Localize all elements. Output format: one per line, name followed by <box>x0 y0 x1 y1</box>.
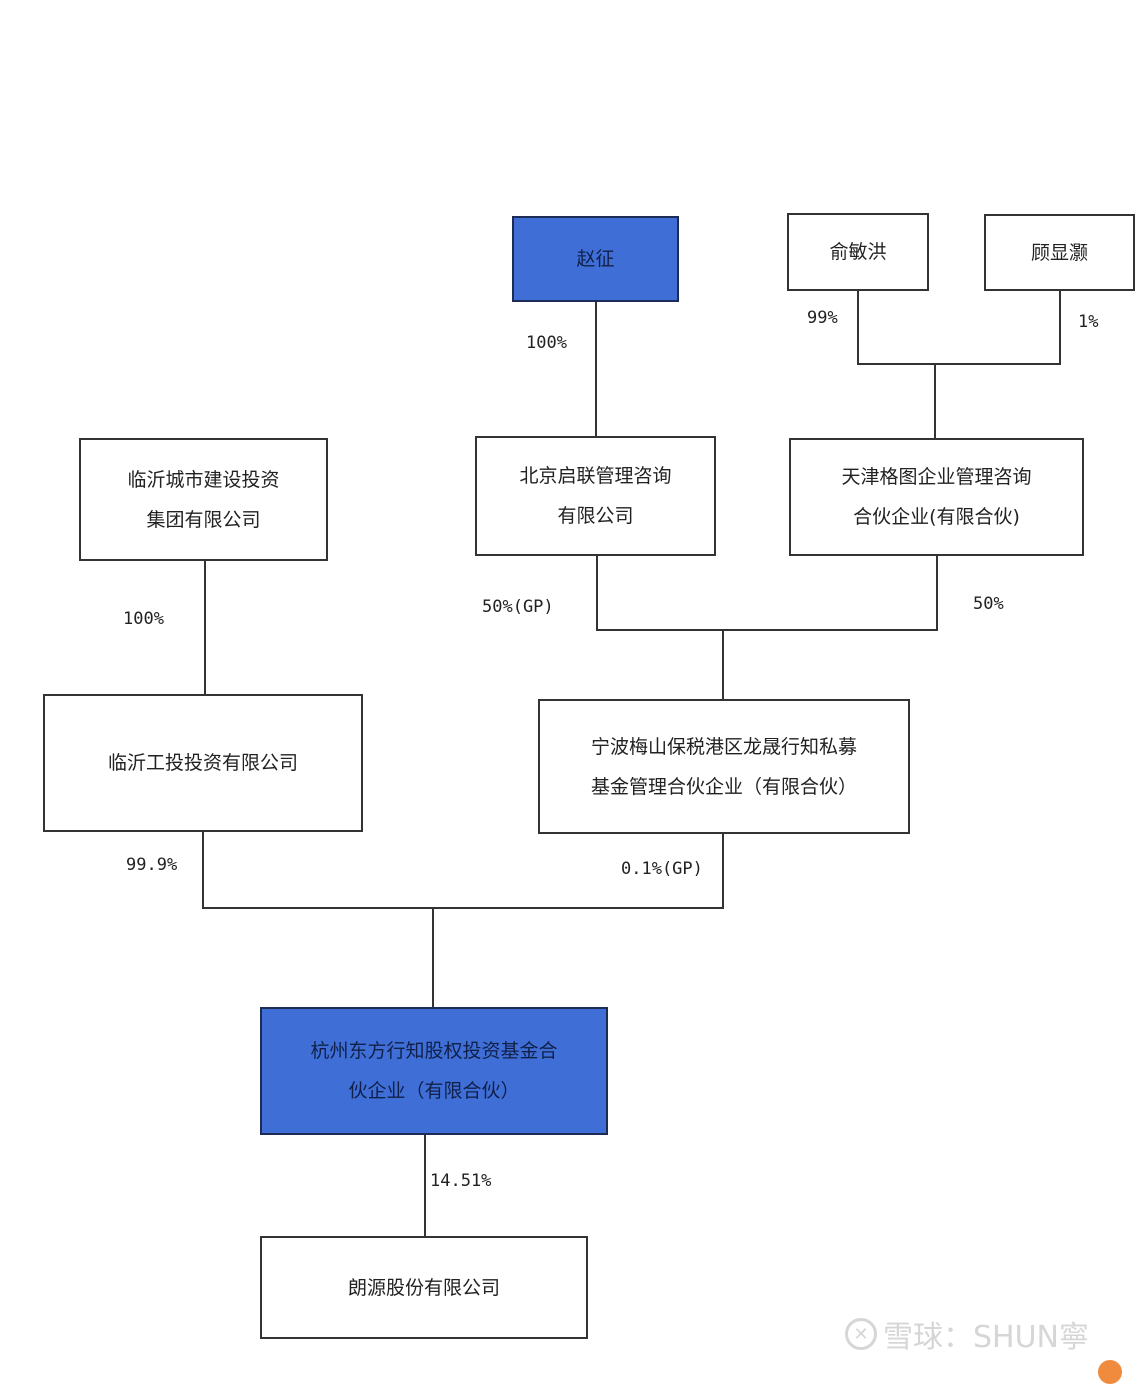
node-linyi-urban-construction[interactable]: 临沂城市建设投资 集团有限公司 <box>79 438 328 561</box>
edge-merge-to-tianjin <box>934 363 936 439</box>
edge-label-fund-langyuan: 14.51% <box>430 1171 492 1191</box>
node-label-line-2: 有限公司 <box>557 505 634 527</box>
node-label-line-1: 宁波梅山保税港区龙晟行知私募 <box>590 735 857 758</box>
edge-tianjin-merge <box>857 363 1061 365</box>
edge-fund-merge <box>202 907 724 909</box>
edge-label-zhao-beijing: 100% <box>526 333 567 353</box>
edge-gu-down <box>1059 289 1061 364</box>
edge-beijing-down <box>596 554 598 631</box>
node-label-line-1: 北京启联管理咨询 <box>519 465 672 487</box>
edge-label-tianjin-ningbo: 50% <box>973 594 1004 614</box>
node-label: 朗源股份有限公司 <box>347 1276 500 1299</box>
edge-ningbo-down <box>722 832 724 909</box>
edge-label-ningbo-fund: 0.1%(GP) <box>621 859 703 879</box>
edge-merge-to-ningbo <box>722 629 724 700</box>
watermark-text: 雪球：SHUN寧 <box>883 1320 1090 1355</box>
node-label-line-2: 基金管理合伙企业（有限合伙） <box>590 775 857 798</box>
node-label-line-2: 集团有限公司 <box>146 508 261 531</box>
node-gu-xianhao[interactable]: 顾显灏 <box>984 214 1135 291</box>
edge-fund-to-langyuan <box>424 1133 426 1238</box>
snowball-logo-icon: ✕ <box>845 1318 877 1350</box>
edge-label-gu-tianjin: 1% <box>1078 312 1099 332</box>
edge-zhao-to-beijing <box>595 300 597 438</box>
node-label: 赵征 <box>576 248 615 270</box>
edge-yu-down <box>857 289 859 364</box>
node-label-line-1: 杭州东方行知股权投资基金合 <box>310 1040 558 1062</box>
edge-label-gongtou-fund: 99.9% <box>126 855 178 875</box>
node-ningbo-longsheng[interactable]: 宁波梅山保税港区龙晟行知私募 基金管理合伙企业（有限合伙） <box>538 699 910 834</box>
node-label-line-2: 伙企业（有限合伙） <box>348 1080 520 1102</box>
node-label-line-2: 合伙企业(有限合伙) <box>853 506 1020 528</box>
edge-linyi-urban-to-gongtou <box>204 559 206 695</box>
node-hangzhou-fund[interactable]: 杭州东方行知股权投资基金合 伙企业（有限合伙） <box>260 1007 608 1135</box>
node-langyuan[interactable]: 朗源股份有限公司 <box>260 1236 588 1339</box>
node-label: 临沂工投投资有限公司 <box>107 752 298 774</box>
orange-badge-icon <box>1098 1360 1122 1384</box>
edge-label-yu-tianjin: 99% <box>807 308 838 328</box>
node-yu-minhong[interactable]: 俞敏洪 <box>787 213 929 291</box>
node-label-line-1: 临沂城市建设投资 <box>127 468 280 491</box>
watermark: ✕ 雪球：SHUN寧 <box>845 1312 1089 1356</box>
node-zhao-zheng[interactable]: 赵征 <box>512 216 679 302</box>
edge-ningbo-merge <box>596 629 938 631</box>
edge-gongtou-down <box>202 830 204 909</box>
node-linyi-gongtou[interactable]: 临沂工投投资有限公司 <box>43 694 363 832</box>
node-label: 顾显灏 <box>1030 241 1088 264</box>
edge-tianjin-down <box>936 554 938 631</box>
node-tianjin-getu[interactable]: 天津格图企业管理咨询 合伙企业(有限合伙) <box>789 438 1084 556</box>
edge-merge-to-fund <box>432 907 434 1008</box>
edge-label-beijing-ningbo: 50%(GP) <box>482 597 554 617</box>
node-label: 俞敏洪 <box>829 241 887 263</box>
node-label-line-1: 天津格图企业管理咨询 <box>841 466 1032 488</box>
node-beijing-qilian[interactable]: 北京启联管理咨询 有限公司 <box>475 436 716 556</box>
edge-label-linyi-urban-gongtou: 100% <box>123 609 164 629</box>
